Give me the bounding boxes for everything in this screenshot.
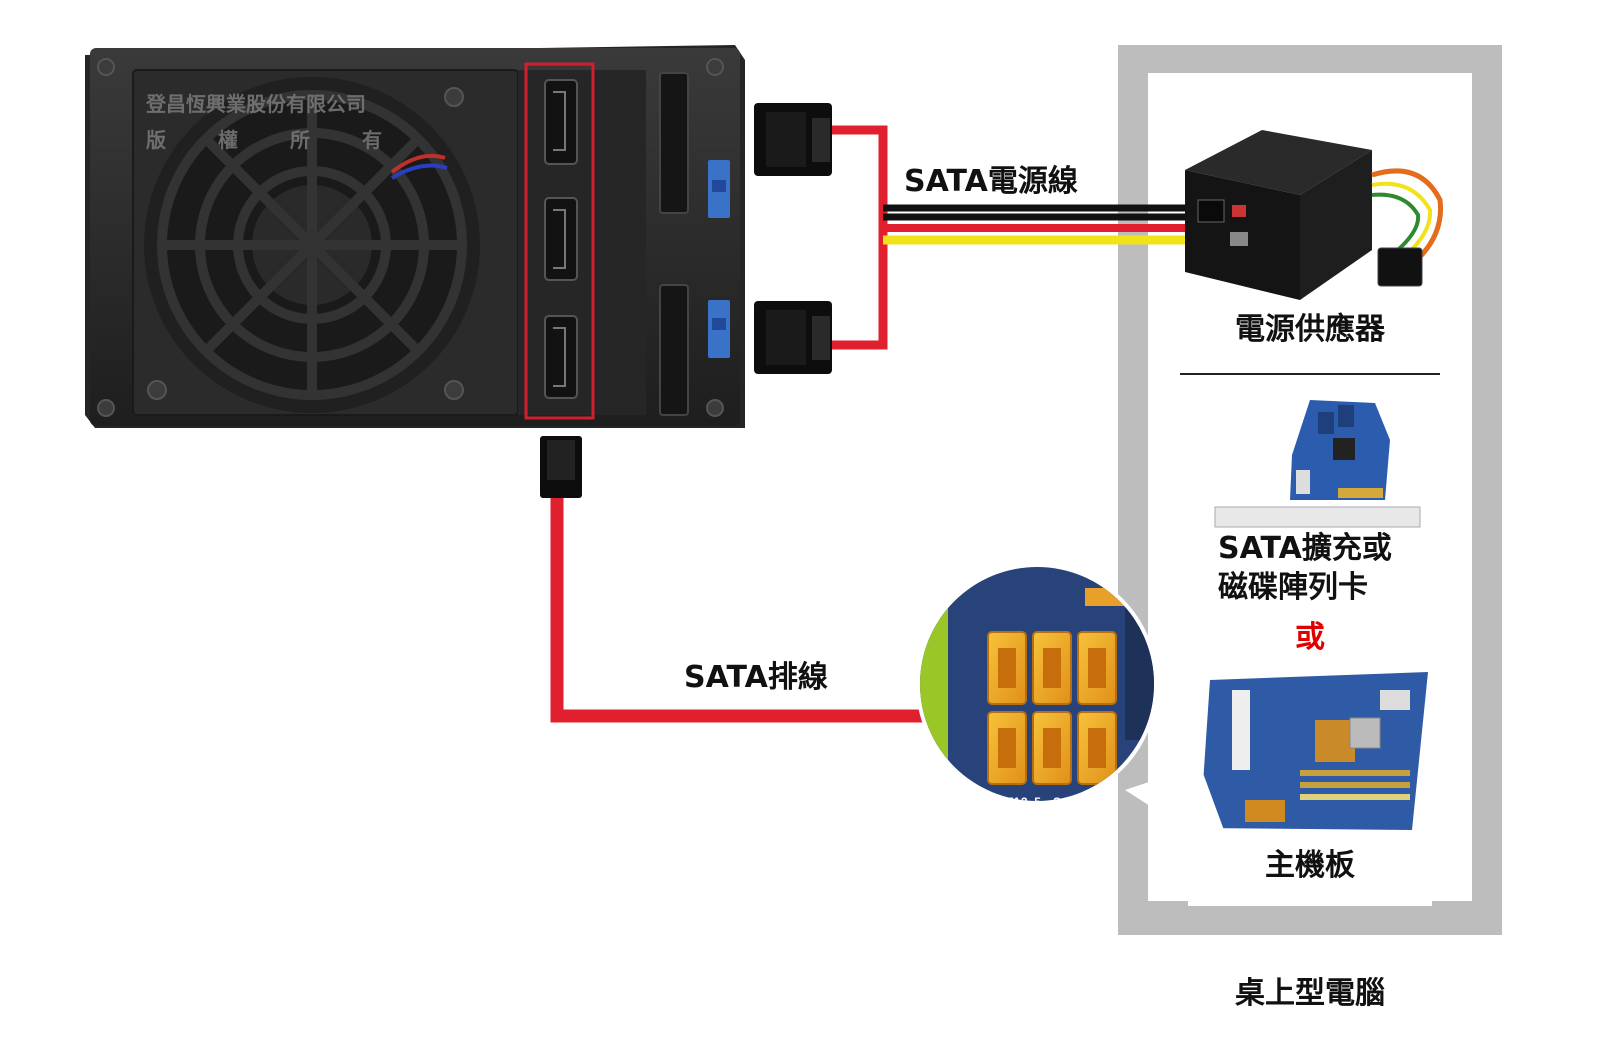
- power-supply-label: 電源供應器: [1235, 312, 1385, 347]
- or-label: 或: [1295, 620, 1325, 655]
- sata-port-3: [544, 315, 578, 399]
- sata-data-cable-label: SATA排線: [684, 660, 828, 695]
- screws: [97, 58, 724, 417]
- sata-card-label-line2: 磁碟陣列卡: [1218, 570, 1368, 605]
- sata-data-cable: [550, 495, 960, 723]
- device-watermark-line1: 登昌恆興業股份有限公司: [146, 92, 366, 116]
- fan: [144, 77, 480, 413]
- power-supply-image: [1185, 130, 1444, 300]
- zoom-port-label-row1-1: SATA2_5: [990, 795, 1041, 809]
- device-watermark-char-3: 所: [290, 128, 310, 152]
- motherboard-image: [1200, 672, 1428, 830]
- zoom-port-label-row2-1: TA2_2: [994, 811, 1029, 825]
- device-watermark-char-1: 版: [146, 128, 166, 152]
- device-watermark-char-2: 權: [218, 128, 238, 152]
- sata-card-image: [1214, 400, 1421, 528]
- sata-port-2: [544, 197, 578, 281]
- sata-power-cable-label: SATA電源線: [904, 164, 1078, 199]
- power-connector-top: [754, 103, 832, 176]
- device-watermark-char-4: 有: [362, 128, 382, 152]
- motherboard-label: 主機板: [1265, 848, 1355, 883]
- sata-card-label-line1: SATA擴充或: [1218, 531, 1392, 566]
- sata-port-1: [544, 79, 578, 165]
- power-connector-bottom: [754, 301, 832, 374]
- sata-ports-highlight: [524, 62, 595, 420]
- zoom-port-label-row2-2: SATA2_1: [1053, 811, 1104, 825]
- data-connector: [540, 436, 582, 498]
- device-backplane: [85, 45, 745, 428]
- sata-power-cable: [810, 125, 1185, 350]
- desktop-pc-label: 桌上型電腦: [1235, 976, 1385, 1011]
- motherboard-zoom-callout: SATA2_5 SATA2_4 SATA TA2_2 SATA2_1 SA: [916, 563, 1235, 860]
